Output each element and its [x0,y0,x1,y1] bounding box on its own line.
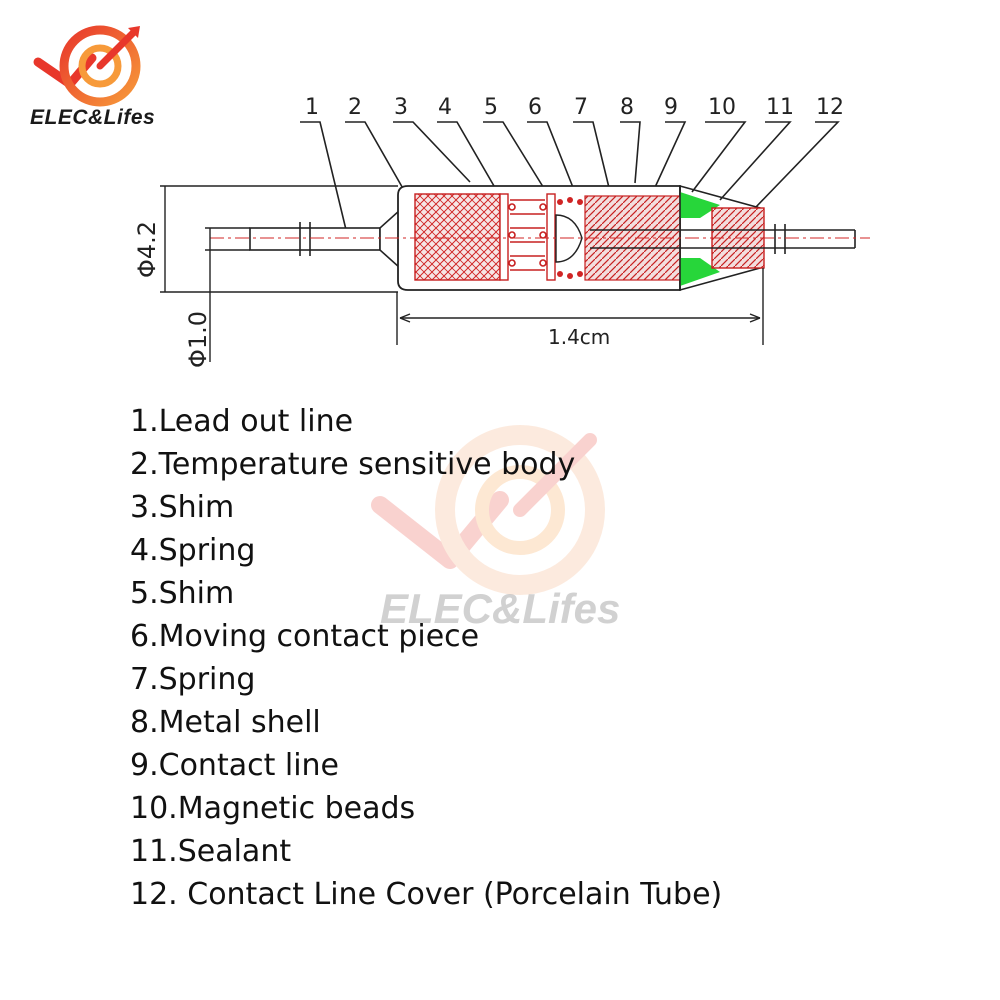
legend-item: 6.Moving contact piece [130,619,480,654]
callout-11: 11 [766,95,794,120]
callout-7: 7 [574,95,588,120]
brand-name: ELEC&Lifes [30,106,156,129]
callout-1: 1 [305,95,319,120]
lead-diameter-label: Φ1.0 [184,311,212,368]
legend-item: 12. Contact Line Cover (Porcelain Tube) [130,877,723,912]
brand-logo-icon [33,25,141,107]
legend-item: 10.Magnetic beads [130,791,416,826]
length-label: 1.4cm [548,325,610,349]
callout-4: 4 [438,95,452,120]
callout-9: 9 [664,95,678,120]
legend-item: 11.Sealant [130,834,292,869]
watermark-logo-icon [371,425,605,595]
watermark-text: ELEC&Lifes [380,585,621,632]
spring-4 [508,199,547,271]
shim-5 [546,193,556,281]
shim-3 [499,193,509,281]
callout-10: 10 [708,95,736,120]
legend-item: 7.Spring [130,662,256,697]
outer-diameter-label: Φ4.2 [133,221,161,278]
contact-line [590,224,856,254]
legend-item: 1.Lead out line [130,404,354,439]
legend-item: 5.Shim [130,576,235,611]
callout-2: 2 [348,95,362,120]
parts-legend: 1.Lead out line 2.Temperature sensitive … [130,400,722,916]
callout-8: 8 [620,95,634,120]
temperature-sensitive-body [414,193,501,281]
legend-item: 9.Contact line [130,748,340,783]
legend-item: 2.Temperature sensitive body [130,447,576,482]
callout-leaders [300,121,840,239]
dimension-lines [160,185,764,362]
legend-item: 4.Spring [130,533,256,568]
callout-3: 3 [394,95,408,120]
sealant [680,192,720,286]
legend-item: 8.Metal shell [130,705,321,740]
lead-out-line [249,208,401,270]
callout-6: 6 [528,95,542,120]
thermal-fuse-diagram: 1 2 3 4 5 6 7 8 9 10 11 12 [133,95,870,368]
callout-5: 5 [484,95,498,120]
callout-12: 12 [816,95,844,120]
legend-item: 3.Shim [130,490,235,525]
